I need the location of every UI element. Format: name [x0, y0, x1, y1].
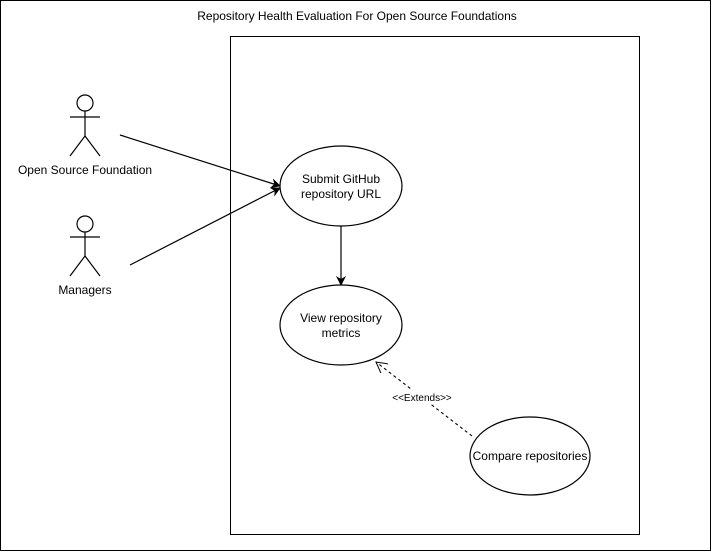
actor-managers	[69, 215, 101, 277]
use-case-view-metrics-line2: metrics	[322, 326, 361, 340]
system-boundary	[230, 36, 640, 535]
extend-label: <<Extends>>	[392, 393, 452, 404]
diagram-title: Repository Health Evaluation For Open So…	[197, 9, 517, 23]
use-case-compare-repos	[469, 416, 591, 496]
use-case-submit-url-line2: repository URL	[301, 187, 381, 201]
actor-open-source-foundation	[69, 94, 101, 157]
actor-label-managers: Managers	[58, 283, 111, 297]
extend-label-bg	[386, 390, 458, 404]
use-case-view-metrics-line1: View repository	[300, 311, 382, 325]
association-foundation-submit	[119, 134, 281, 189]
actor-label-open-source-foundation: Open Source Foundation	[18, 163, 152, 177]
use-case-compare-repos-label: Compare repositories	[473, 449, 588, 463]
association-managers-submit	[129, 187, 281, 266]
use-case-submit-url-line1: Submit GitHub	[302, 172, 380, 186]
use-case-view-metrics	[279, 284, 403, 366]
use-case-submit-url	[279, 145, 403, 227]
